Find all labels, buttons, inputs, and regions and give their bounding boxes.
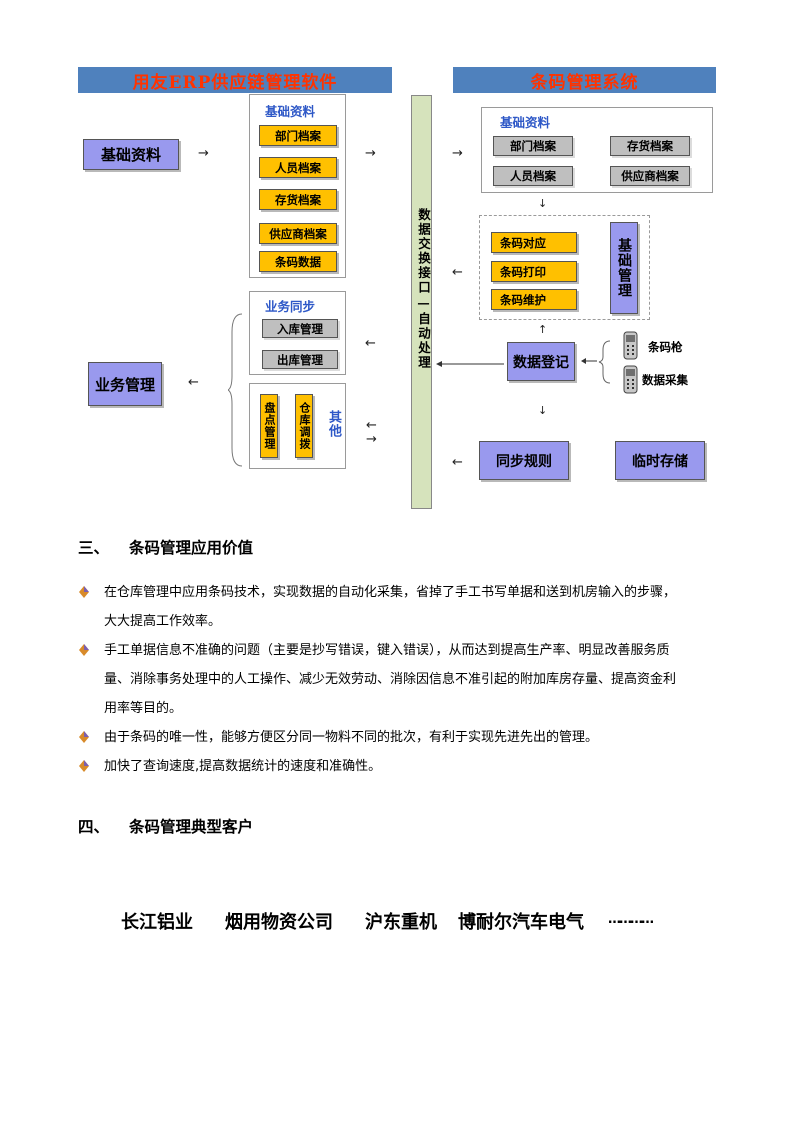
erp-item-personnel: 人员档案 [259, 157, 337, 178]
barcode-banner: 条码管理系统 [453, 67, 716, 93]
long-arrow-icon [436, 361, 504, 367]
sync-rules-box: 同步规则 [479, 441, 569, 480]
warehouse-transfer-box: 仓库调拨 [295, 394, 313, 458]
arrow-left-icon: ← [188, 375, 199, 390]
bullet-icon [79, 586, 89, 598]
customer-3: 沪东重机 [365, 912, 437, 933]
list-item-continuation: 大大提高工作效率。 [104, 614, 222, 629]
list-item: 手工单据信息不准确的问题（主要是抄写错误，键入错误），从而达到提高生产率、明显改… [78, 636, 738, 665]
scanner-label: 条码枪 [648, 340, 683, 354]
customer-ellipsis: ………… [608, 912, 654, 927]
barcode-basic-panel: 基础资料 部门档案 存货档案 人员档案 供应商档案 [481, 107, 713, 193]
inbound-management-box: 入库管理 [262, 319, 338, 338]
list-item-continuation: 用率等目的。 [104, 701, 183, 716]
arrow-right-icon: → [198, 146, 209, 161]
bc-item-supplier: 供应商档案 [610, 166, 690, 186]
erp-other-panel: 盘点管理 仓库调拨 其他 [249, 383, 346, 469]
bc-item-inventory: 存货档案 [610, 136, 690, 156]
customer-2: 烟用物资公司 [225, 912, 333, 933]
erp-basic-title: 基础资料 [265, 104, 316, 119]
temp-storage-box: 临时存储 [615, 441, 705, 480]
erp-item-inventory: 存货档案 [259, 189, 337, 210]
erp-basic-panel: 基础资料 部门档案 人员档案 存货档案 供应商档案 条码数据 [249, 94, 346, 278]
barcode-scanner-icon [623, 331, 638, 360]
erp-item-barcode-data: 条码数据 [259, 251, 337, 272]
erp-item-supplier: 供应商档案 [259, 223, 337, 244]
list-item: 在仓库管理中应用条码技术，实现数据的自动化采集，省掉了手工书写单据和送到机房输入… [78, 578, 738, 607]
arrow-right-icon: → [452, 146, 463, 161]
arrow-down-icon: ↓ [538, 404, 548, 417]
bc-item-department: 部门档案 [493, 136, 573, 156]
arrow-left-icon [581, 358, 597, 364]
data-exchange-interface-bar: 数据交换接口—自动处理 [411, 95, 432, 509]
data-collector-icon [623, 365, 638, 394]
arrow-down-icon: ↓ [538, 197, 548, 210]
section4-heading: 四、 条码管理典型客户 [78, 815, 253, 837]
erp-item-department: 部门档案 [259, 125, 337, 146]
arrow-left-icon: ← [452, 455, 463, 470]
section3-heading: 三、 条码管理应用价值 [78, 536, 253, 558]
inventory-check-box: 盘点管理 [260, 394, 278, 458]
bullet-icon [79, 644, 89, 656]
bullet-icon [79, 760, 89, 772]
bc-item-personnel: 人员档案 [493, 166, 573, 186]
arrow-left-icon: ← [452, 265, 463, 280]
outbound-management-box: 出库管理 [262, 350, 338, 369]
other-label: 其他 [326, 410, 341, 438]
erp-banner: 用友ERP供应链管理软件 [78, 67, 392, 93]
business-management-box: 业务管理 [88, 362, 162, 406]
collector-label: 数据采集 [642, 373, 688, 387]
basic-data-box: 基础资料 [83, 139, 179, 170]
arrow-right-icon: → [365, 146, 376, 161]
erp-business-panel: 业务同步 入库管理 出库管理 [249, 291, 346, 375]
list-item-continuation: 量、消除事务处理中的人工操作、减少无效劳动、消除因信息不准引起的附加库房存量、提… [104, 672, 677, 687]
bullet-icon [79, 731, 89, 743]
arrow-right-icon: → [366, 432, 377, 447]
barcode-mapping-box: 条码对应 [491, 232, 577, 253]
section3-number: 三、 [78, 539, 110, 557]
barcode-maintain-box: 条码维护 [491, 289, 577, 310]
section3-title: 条码管理应用价值 [129, 539, 254, 557]
customer-4: 博耐尔汽车电气 [458, 912, 584, 933]
brace-icon [598, 340, 611, 384]
barcode-basic-title: 基础资料 [500, 115, 551, 130]
brace-icon [228, 313, 243, 467]
basic-management-box: 基础管理 [610, 222, 638, 314]
list-item: 加快了查询速度,提高数据统计的速度和准确性。 [78, 752, 738, 781]
interface-label: 数据交换接口—自动处理 [416, 208, 431, 370]
section4-title: 条码管理典型客户 [129, 818, 254, 836]
list-item: 由于条码的唯一性，能够方便区分同一物料不同的批次，有利于实现先进先出的管理。 [78, 723, 738, 752]
arrow-left-icon: ← [366, 418, 377, 433]
data-register-box: 数据登记 [507, 342, 575, 381]
barcode-print-box: 条码打印 [491, 261, 577, 282]
section3-bullets: 在仓库管理中应用条码技术，实现数据的自动化采集，省掉了手工书写单据和送到机房输入… [78, 578, 738, 781]
arrow-up-icon: ↑ [538, 323, 548, 336]
section4-number: 四、 [78, 818, 110, 836]
erp-business-title: 业务同步 [265, 299, 316, 314]
customer-1: 长江铝业 [121, 912, 193, 933]
arrow-left-icon: ← [365, 336, 376, 351]
barcode-ops-panel: 条码对应 条码打印 条码维护 基础管理 [479, 215, 650, 320]
